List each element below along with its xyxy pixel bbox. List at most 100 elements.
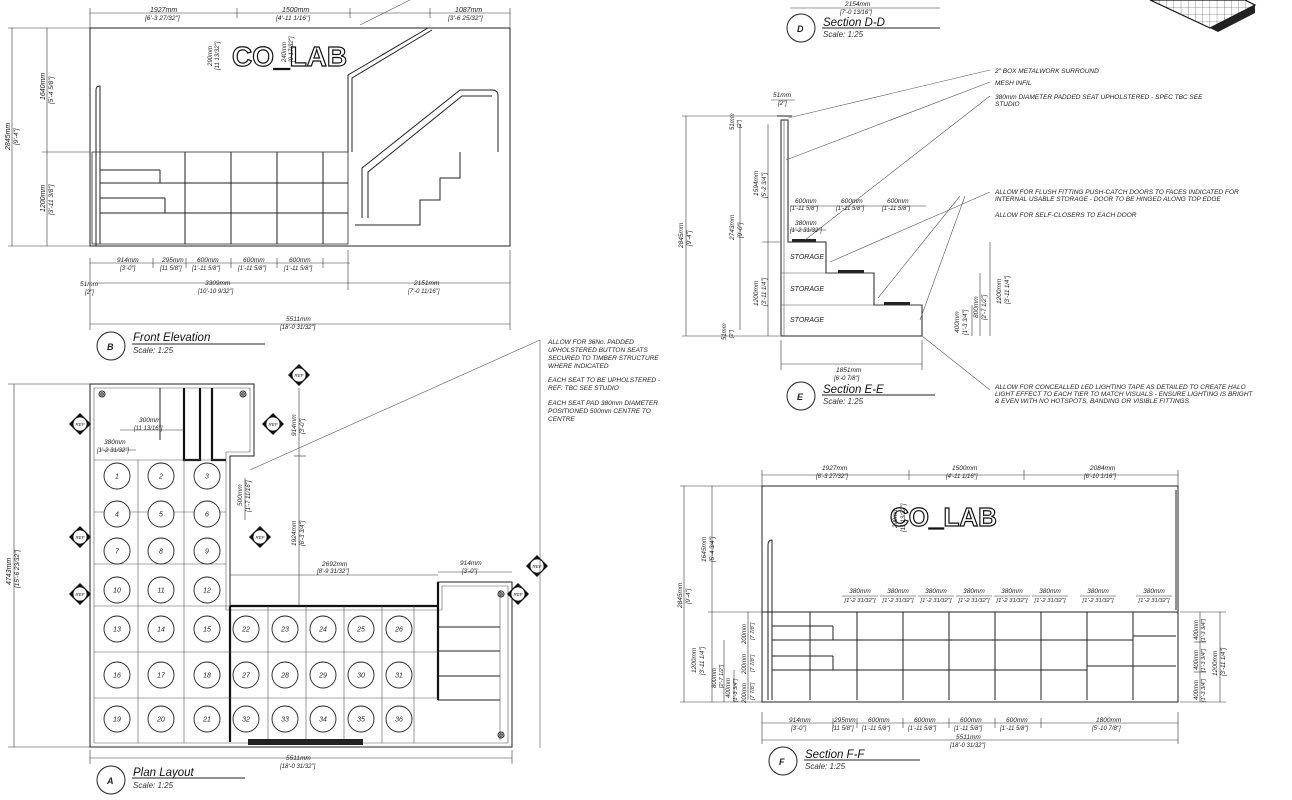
ff-seat-dims: 380mm[1'-2 31/32"]380mm[1'-2 31/32"]380m… xyxy=(840,584,1174,604)
fe-dim-1927-imp: [6'-3 27/32"] xyxy=(144,15,180,22)
drawing-label: 400mm xyxy=(726,678,732,698)
drawing-label: 1200mm xyxy=(753,280,760,306)
section-ee-view: STORAGE STORAGE STORAGE 2" BOX METALWORK… xyxy=(678,68,1254,411)
dd-title: Section D-D xyxy=(823,17,885,29)
seat-number: 5 xyxy=(159,512,163,519)
drawing-label: 2151mm xyxy=(413,280,440,287)
seat-17 xyxy=(147,661,175,689)
drawing-label: 1800mm xyxy=(1096,717,1122,724)
seat-number: 26 xyxy=(394,627,403,634)
drawing-label: [3'-11 1/4"] xyxy=(700,646,706,676)
seat-3 xyxy=(193,462,221,490)
drawing-label: 3309mm xyxy=(205,280,231,287)
seat-11 xyxy=(147,576,175,604)
drawing-label: 1200mm xyxy=(1212,650,1219,676)
seat-number: 19 xyxy=(113,717,121,724)
seat-number: 2 xyxy=(158,474,163,481)
drawing-label: 51mm xyxy=(722,323,728,340)
drawing-label: 295mm xyxy=(161,257,184,264)
pl-title-letter: A xyxy=(106,776,114,786)
drawing-label: [3'-11 3/8"] xyxy=(48,184,55,216)
seat-1 xyxy=(103,462,131,490)
drawing-label: [11 13/32"] xyxy=(901,503,907,533)
seat-18 xyxy=(193,661,221,689)
drawing-label: 240mm xyxy=(282,42,288,63)
drawing-label: [9'-0"] xyxy=(738,222,744,239)
seat-9 xyxy=(193,537,221,565)
seat-dim-label-bg xyxy=(1134,584,1174,604)
seat-28 xyxy=(271,661,299,689)
seat-15 xyxy=(193,615,221,643)
drawing-label: 200mm xyxy=(742,683,748,704)
drawing-label: Scale: 1:25 xyxy=(823,30,864,39)
seat-number: 15 xyxy=(203,627,211,634)
fe-dim-1500-imp: [4'-11 1/16"] xyxy=(275,15,310,22)
drawing-label: D xyxy=(797,24,804,34)
seat-13 xyxy=(103,615,131,643)
drawing-label: EACH SEAT TO BE UPHOLSTERED - xyxy=(548,377,661,384)
seat-number: 18 xyxy=(203,673,211,680)
seat-number: 25 xyxy=(356,627,365,634)
seat-number: 35 xyxy=(357,717,365,724)
drawing-label: 1200mm xyxy=(691,647,698,673)
drawing-label: 5511mm xyxy=(286,755,311,762)
marker-label: REF xyxy=(514,592,523,597)
drawing-label: 2845mm xyxy=(677,582,684,609)
seat-number: 13 xyxy=(113,627,121,634)
seat-number: 24 xyxy=(318,627,327,634)
drawing-label: 200mm xyxy=(742,654,748,675)
seat-25 xyxy=(347,615,375,643)
drawing-label: F xyxy=(779,757,785,767)
drawing-label: [1'-3 3/4"] xyxy=(963,309,969,336)
seat-number: 20 xyxy=(156,717,165,724)
seat-number: 31 xyxy=(395,673,403,680)
drawing-label: [7'-0 11/16"] xyxy=(407,289,440,295)
drawing-label: 51mm xyxy=(730,113,736,130)
seat-number: 34 xyxy=(319,717,327,724)
drawing-label: 400mm xyxy=(954,311,961,333)
seat-number: 12 xyxy=(203,588,211,595)
seat-number: 14 xyxy=(157,627,165,634)
drawing-label: 2845mm xyxy=(5,123,12,151)
seat-dim-mm: 380mm xyxy=(1001,588,1023,595)
drawing-label: [18'-0 31/32"] xyxy=(279,764,316,770)
seat-34 xyxy=(309,705,337,733)
drawing-label: [4'-11 1/16"] xyxy=(945,474,978,480)
drawing-label: 400mm xyxy=(1194,620,1200,640)
plan-notes: ALLOW FOR 36No. PADDED UPHOLSTERED BUTTO… xyxy=(547,339,661,423)
drawing-label: [5'-2 3/4"] xyxy=(762,172,768,199)
drawing-label: [1'-7 11/16"] xyxy=(246,480,252,513)
seat-number: 22 xyxy=(241,627,250,634)
drawing-label: 1200mm xyxy=(40,185,47,212)
drawing-label: 200mm xyxy=(742,624,748,645)
drawing-label: [2"] xyxy=(84,290,94,296)
seat-number: 10 xyxy=(113,588,121,595)
drawing-label: [11 5/8"] xyxy=(831,726,854,732)
drawing-label: [1'-11 5/8"] xyxy=(835,206,865,212)
drawing-label: [7 7/8"] xyxy=(750,622,756,641)
marker-label: REF xyxy=(76,592,85,597)
drawing-label: 1640mm xyxy=(40,73,47,100)
drawing-label: 5511mm xyxy=(286,316,311,323)
seat-number: 21 xyxy=(202,717,211,724)
seat-number: 32 xyxy=(242,717,250,724)
drawing-label: 914mm xyxy=(460,560,482,567)
seat-12 xyxy=(193,576,221,604)
drawing-label: 2692mm xyxy=(321,561,348,568)
drawing-label: [1'-11 5/8"] xyxy=(881,206,911,212)
drawing-label: [11 13/32"] xyxy=(215,41,221,71)
seat-number: 23 xyxy=(280,627,289,634)
seat-dim-mm: 380mm xyxy=(887,588,909,595)
drawing-label: MESH INFIL xyxy=(995,80,1032,87)
seat-36 xyxy=(385,705,413,733)
drawing-label: [7'-0 13/16"] xyxy=(839,10,872,16)
seat-dim-label-bg xyxy=(992,584,1032,604)
seat-dim-imp: [1'-2 31/32"] xyxy=(920,598,952,604)
ff-logo: CO_LAB xyxy=(890,502,997,532)
seat-number: 30 xyxy=(357,673,365,680)
seat-dim-label-bg xyxy=(916,584,956,604)
drawing-label: [1'-2 31/32"] xyxy=(789,228,822,234)
drawing-label: 800mm xyxy=(712,668,718,688)
seat-dim-imp: [1'-2 31/32"] xyxy=(996,598,1028,604)
